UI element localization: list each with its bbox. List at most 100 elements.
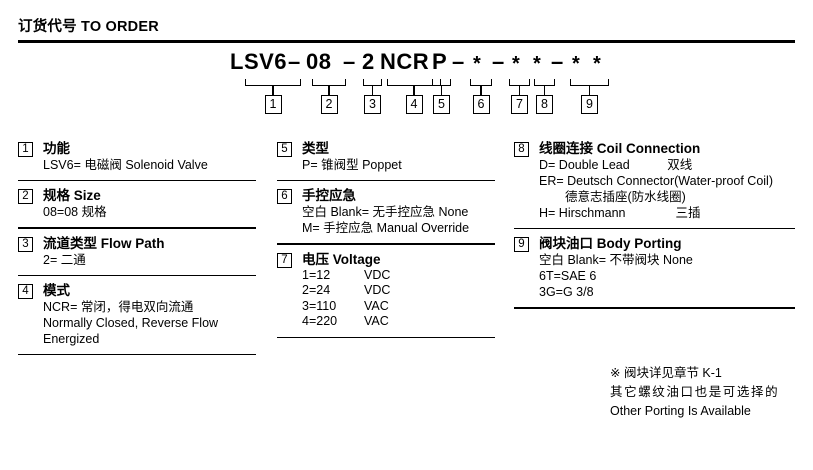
code-token: –	[452, 49, 465, 74]
spec-index-box-4: 4	[18, 283, 33, 299]
code-token: P	[432, 49, 448, 74]
spec-entry-option: 3G=G 3/8	[539, 285, 594, 300]
spec-index-box-1: 1	[18, 142, 33, 157]
code-token: *	[512, 53, 521, 75]
spec-divider	[277, 336, 495, 338]
voltage-code: 4=220	[302, 314, 338, 329]
code-stem-8	[543, 86, 546, 95]
spec-entry-5: 5 类型 P= 锥阀型 Poppet	[277, 140, 495, 178]
code-stem-1	[272, 86, 274, 95]
code-token: *	[593, 53, 602, 75]
code-token: 08	[306, 49, 332, 74]
spec-entry-option: 08=08 规格	[43, 205, 107, 220]
spec-entry-option: 2= 二通	[43, 252, 86, 267]
spec-entry-title: 模式	[43, 282, 70, 298]
page-title: 订货代号 TO ORDER	[18, 19, 159, 35]
code-token: –	[288, 49, 301, 74]
footnote-line-2: 其它螺纹油口也是可选择的	[610, 385, 780, 399]
spec-entry-option: Energized	[43, 331, 100, 346]
code-index-box-2: 2	[320, 95, 338, 114]
code-index-box-1: 1	[264, 95, 282, 114]
code-index-box-3: 3	[364, 95, 381, 114]
code-token: –	[492, 49, 505, 74]
spec-entry-title: 手控应急	[302, 188, 356, 204]
spec-index-box-5: 5	[277, 142, 292, 157]
spec-entry-title: 类型	[302, 141, 329, 156]
spec-divider	[514, 228, 795, 230]
code-token: NCR	[380, 49, 430, 74]
header-divider	[18, 40, 795, 43]
spec-entry-title: 功能	[43, 141, 70, 156]
spec-divider	[18, 274, 256, 276]
voltage-code: 1=12	[302, 267, 331, 282]
spec-divider	[277, 180, 495, 182]
code-bracket-7	[509, 79, 530, 86]
voltage-row: 3=110 VAC	[302, 299, 495, 315]
code-stem-3	[371, 86, 374, 95]
spec-index-box-8: 8	[514, 142, 529, 157]
code-token: *	[533, 53, 542, 75]
spec-entry-title: 阀块油口 Body Porting	[539, 236, 682, 252]
voltage-code: 3=110	[302, 298, 337, 313]
spec-entry-option: LSV6= 电磁阀 Solenoid Valve	[43, 158, 208, 172]
code-stem-6	[480, 86, 482, 95]
spec-entry-option: ER= Deutsch Connector(Water-proof Coil)	[539, 174, 773, 188]
voltage-row: 1=12 VDC	[302, 268, 495, 284]
voltage-row: 2=24 VDC	[302, 283, 495, 299]
code-index-box-4: 4	[405, 95, 423, 114]
spec-index-box-2: 2	[18, 189, 33, 205]
spec-entry-option: P= 锥阀型 Poppet	[302, 158, 402, 172]
spec-entry-option: 6T=SAE 6	[539, 269, 597, 284]
code-bracket-1	[245, 79, 301, 86]
spec-entry-title: 流道类型 Flow Path	[43, 235, 165, 251]
voltage-unit: VDC	[364, 267, 391, 282]
spec-index-box-3: 3	[18, 236, 33, 252]
spec-index-box-6: 6	[277, 189, 292, 205]
spec-divider	[18, 227, 256, 229]
spec-entry-option: D= Double Lead 双线	[539, 158, 693, 172]
spec-entry-option: Normally Closed, Reverse Flow	[43, 315, 219, 330]
code-token: *	[473, 53, 482, 75]
spec-entry-option: NCR= 常闭，得电双向流通	[43, 299, 194, 314]
spec-entry-option: M= 手控应急 Manual Override	[302, 221, 470, 236]
spec-divider	[277, 243, 495, 245]
code-token: *	[572, 53, 581, 75]
spec-divider	[18, 180, 256, 182]
code-bracket-3	[363, 79, 382, 86]
code-bracket-2	[312, 79, 346, 86]
page-header: 订货代号 TO ORDER	[18, 18, 795, 43]
voltage-code: 2=24	[302, 283, 331, 298]
spec-entry-option: 空白 Blank= 不带阀块 None	[539, 253, 693, 268]
code-index-box-5: 5	[433, 95, 450, 114]
code-stem-2	[328, 86, 330, 95]
code-token: 2	[362, 49, 375, 74]
code-stem-9	[588, 86, 591, 95]
voltage-unit: VDC	[364, 283, 391, 298]
code-token: LSV6	[230, 49, 288, 74]
code-index-box-8: 8	[536, 95, 553, 114]
spec-divider	[514, 307, 795, 309]
spec-index-box-7: 7	[277, 252, 292, 268]
spec-entry-option: H= Hirschmann 三插	[539, 206, 701, 220]
code-index-box-9: 9	[581, 95, 598, 114]
code-bracket-9	[570, 79, 609, 86]
code-bracket-4	[387, 79, 441, 86]
footnote-line-1: ※ 阀块详见章节 K-1	[610, 366, 722, 380]
spec-entry-title: 规格 Size	[43, 188, 101, 204]
code-index-box-6: 6	[472, 95, 490, 114]
spec-index-box-9: 9	[514, 237, 529, 253]
code-bracket-5	[432, 79, 451, 86]
voltage-unit: VAC	[364, 298, 389, 313]
spec-entry-title: 电压 Voltage	[302, 251, 381, 267]
code-bracket-6	[470, 79, 492, 86]
